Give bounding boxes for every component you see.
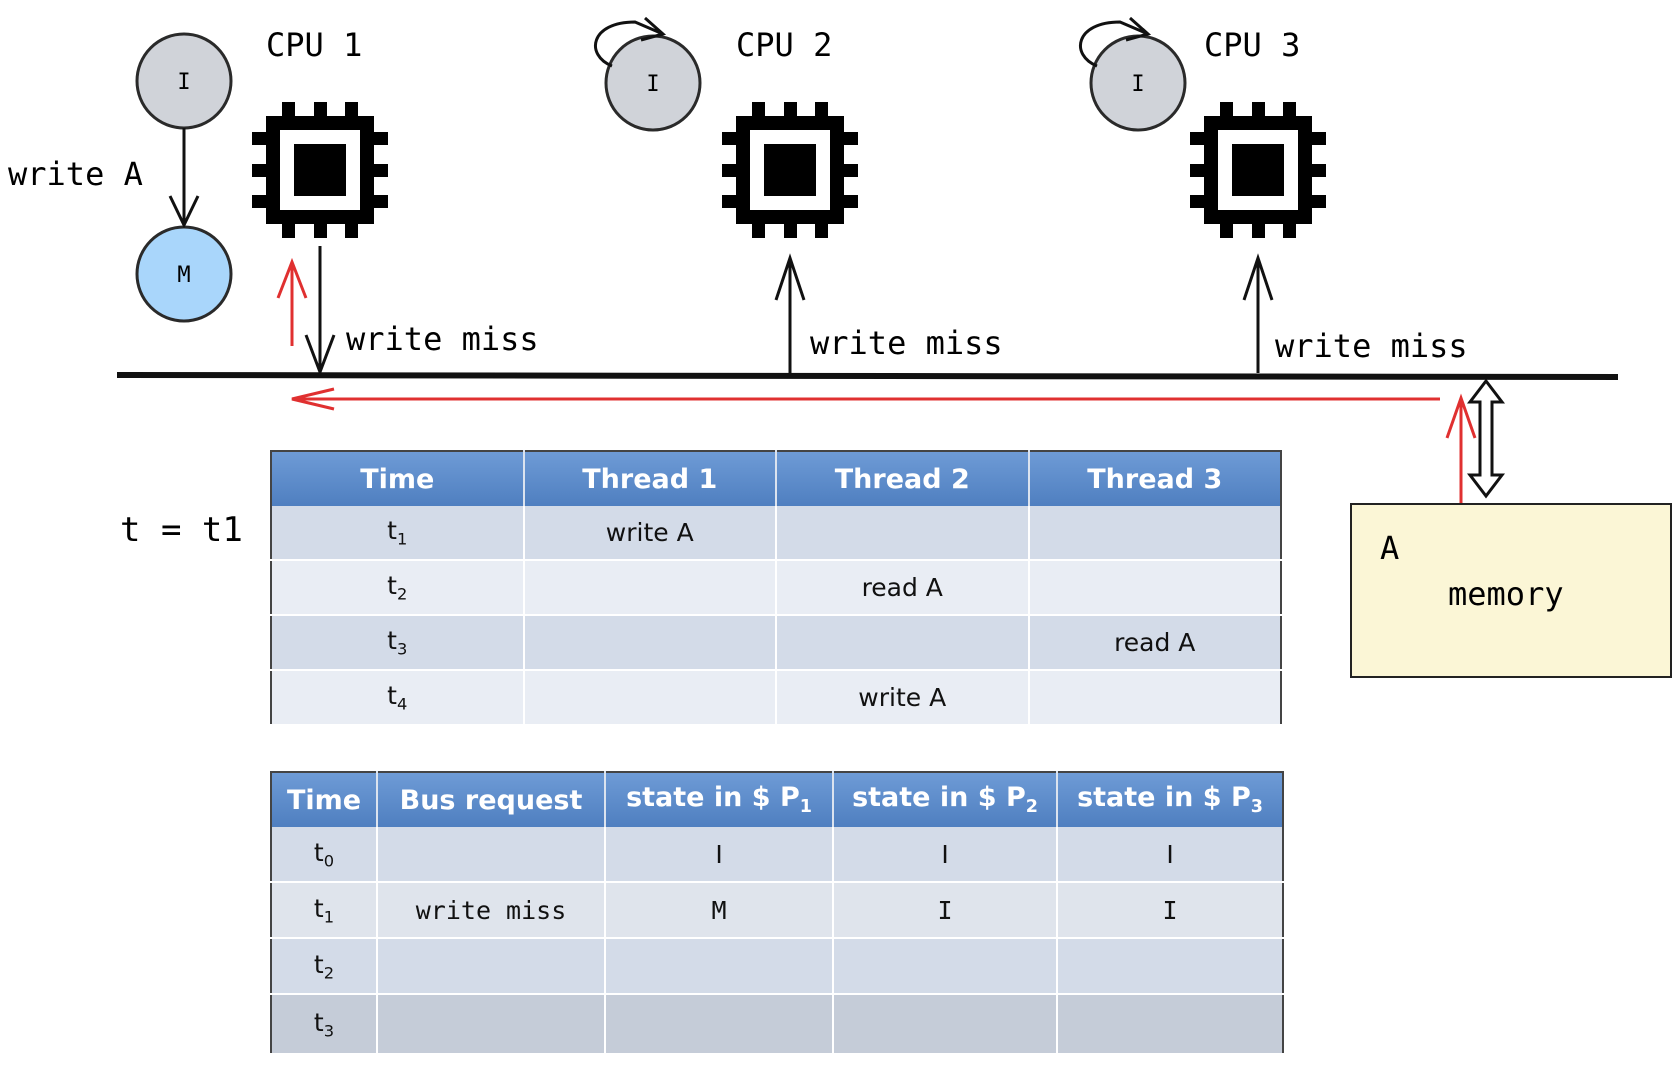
p2-state-cell [833,994,1058,1055]
thread-1-cell [523,615,777,671]
p1-state-cell [605,938,834,995]
p3-state-cell: I [1057,882,1283,939]
cpu-3-self-loop-arrow [1079,16,1152,68]
memory-response-arrow [291,387,1440,411]
cpu-2-self-loop-arrow [594,16,667,68]
table-row: t3 read A [271,615,1281,671]
threads-header-time: Time [271,451,525,506]
p1-state-cell: M [605,882,834,939]
thread-3-cell [1028,560,1281,616]
thread-2-cell [776,615,1030,671]
threads-table: Time Thread 1 Thread 2 Thread 3 t1 write… [270,450,1282,726]
memory-variable: A [1380,529,1400,567]
thread-2-cell: read A [776,560,1030,616]
time-cell: t3 [271,994,378,1055]
bus-message-cpu-2: write miss [810,324,1003,362]
transition-arrow [168,128,200,229]
thread-3-cell [1028,506,1281,561]
cpu-3-chip-icon [1190,102,1326,238]
bus-line [116,372,1619,380]
cpu-1-state-i-label: I [177,70,190,95]
thread-1-cell [523,670,777,726]
threads-header-thread-2: Thread 2 [776,451,1030,506]
states-header-p1: state in $ P1 [605,772,834,827]
p2-state-cell: I [833,827,1058,883]
table-row: t4 write A [271,670,1281,726]
p1-state-cell [605,994,834,1055]
time-cell: t3 [271,615,525,671]
table-row: t2 [271,938,1283,995]
memory-label: memory [1448,575,1564,613]
time-label: t = t1 [120,510,243,550]
p1-state-cell: I [605,827,834,883]
bus-request-cell [377,938,606,995]
cpu-3-label: CPU 3 [1204,26,1300,64]
states-header-bus-request: Bus request [377,772,606,827]
bus-message-cpu-1: write miss [346,320,539,358]
thread-1-cell [523,560,777,616]
threads-header-thread-3: Thread 3 [1028,451,1281,506]
table-row: t3 [271,994,1283,1055]
time-cell: t1 [271,506,525,561]
threads-header-thread-1: Thread 1 [523,451,777,506]
states-header-p2: state in $ P2 [833,772,1058,827]
thread-1-cell: write A [523,506,777,561]
thread-2-cell: write A [776,670,1030,726]
table-row: t0 I I I [271,827,1283,883]
p2-state-cell: I [833,882,1058,939]
bus-request-crossed-cell [377,827,606,883]
transition-label: write A [8,155,143,193]
cpu-2-chip-icon [722,102,858,238]
cpu-2-snoop-arrow [774,253,806,373]
states-header-p3: state in $ P3 [1057,772,1283,827]
memory-block: A memory [1350,503,1672,678]
time-cell: t4 [271,670,525,726]
time-cell: t0 [271,827,378,883]
table-row: t1 write A [271,506,1281,561]
bus-memory-double-arrow [1466,378,1506,499]
cpu-1-label: CPU 1 [266,26,362,64]
bus-request-cell: write miss [377,882,606,939]
bus-message-cpu-3: write miss [1275,327,1468,365]
cache-states-table: Time Bus request state in $ P1 state in … [270,771,1284,1055]
cpu-1-state-m-label: M [177,263,190,288]
cpu-1-request-arrow [304,246,336,377]
p3-state-cell [1057,938,1283,995]
thread-3-cell: read A [1028,615,1281,671]
time-cell: t1 [271,882,378,939]
cpu-3-state-i-label: I [1131,72,1144,97]
thread-2-cell [776,506,1030,561]
p3-state-cell: I [1057,827,1283,883]
bus-request-cell [377,994,606,1055]
cpu-2-label: CPU 2 [736,26,832,64]
time-cell: t2 [271,938,378,995]
cpu-2-state-i-label: I [646,72,659,97]
cpu-1-response-arrow [276,257,308,346]
cpu-3-snoop-arrow [1242,253,1274,373]
table-row: t1 write miss M I I [271,882,1283,939]
time-cell: t2 [271,560,525,616]
p3-state-cell [1057,994,1283,1055]
states-header-time: Time [271,772,378,827]
p2-state-cell [833,938,1058,995]
thread-3-cell [1028,670,1281,726]
table-row: t2 read A [271,560,1281,616]
cpu-1-chip-icon [252,102,388,238]
